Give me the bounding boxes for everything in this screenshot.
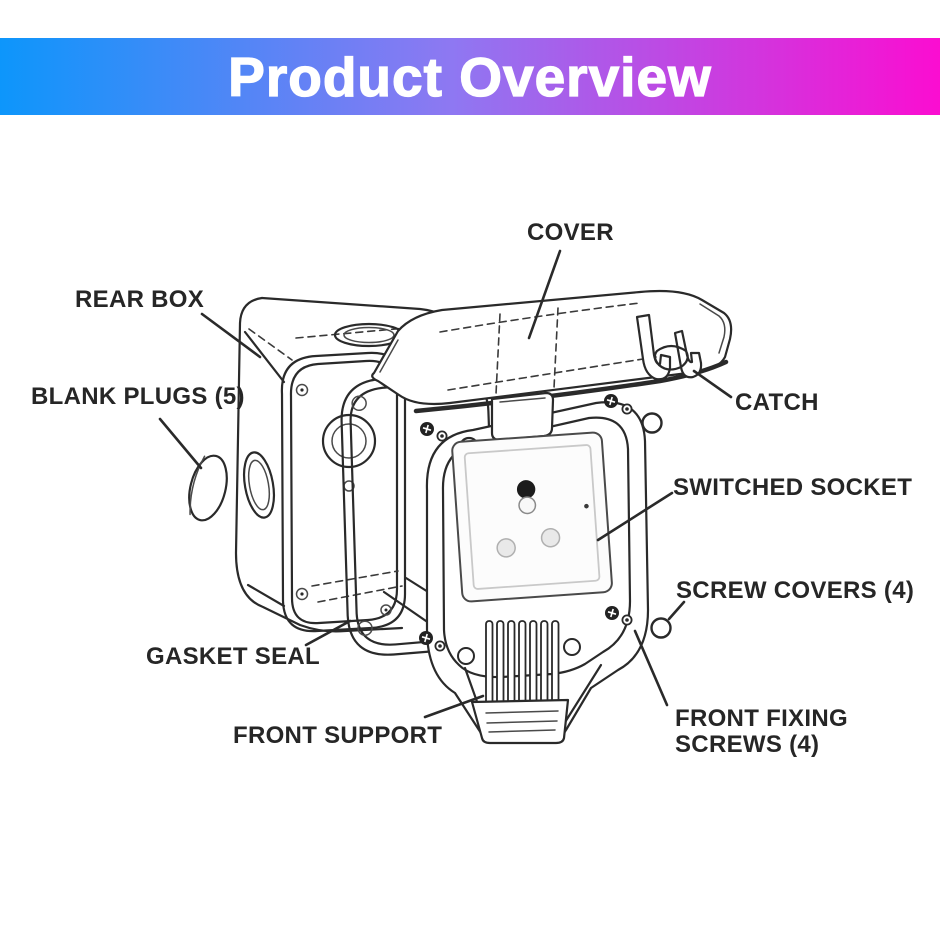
label-gasket-seal: GASKET SEAL: [146, 643, 320, 670]
label-front-fixing-screws: FRONT FIXING SCREWS (4): [675, 705, 848, 759]
front-support-drawing: [457, 620, 603, 745]
screw-covers-drawing: [641, 412, 672, 639]
switched-socket-leader-line: [596, 491, 674, 542]
neutral-pin-hole: [540, 528, 561, 548]
rear-box-leader-line: [200, 312, 262, 359]
label-switched-socket: SWITCHED SOCKET: [673, 474, 913, 501]
gasket-seal-leader-line: [304, 619, 352, 647]
cover-hinge-tab: [490, 391, 555, 442]
label-cover: COVER: [527, 219, 614, 246]
screw-covers-leader-line: [667, 600, 686, 621]
blank-plugs-leader-line: [158, 417, 203, 470]
front-fixing-screws-leader-line: [633, 629, 669, 707]
label-front-support: FRONT SUPPORT: [233, 722, 443, 749]
live-pin-hole: [496, 538, 516, 558]
blank-plug-drawing: [188, 454, 228, 522]
header-banner: Product Overview: [0, 38, 940, 115]
earth-pin-hole: [516, 480, 536, 499]
front-fixing-screws-drawing: [419, 394, 633, 652]
cover-leader-line: [527, 249, 562, 340]
label-screw-covers: SCREW COVERS (4): [676, 577, 915, 604]
catch-leader-line: [692, 369, 733, 399]
label-rear-box: REAR BOX: [75, 286, 205, 313]
switched-socket-drawing: [451, 431, 613, 603]
catch-drawing: [635, 313, 703, 381]
label-catch: CATCH: [735, 389, 819, 416]
page-title: Product Overview: [228, 45, 712, 108]
front-support-leader-line: [423, 694, 485, 719]
leader-lines: [158, 249, 733, 719]
label-blank-plugs: BLANK PLUGS (5): [31, 383, 245, 410]
